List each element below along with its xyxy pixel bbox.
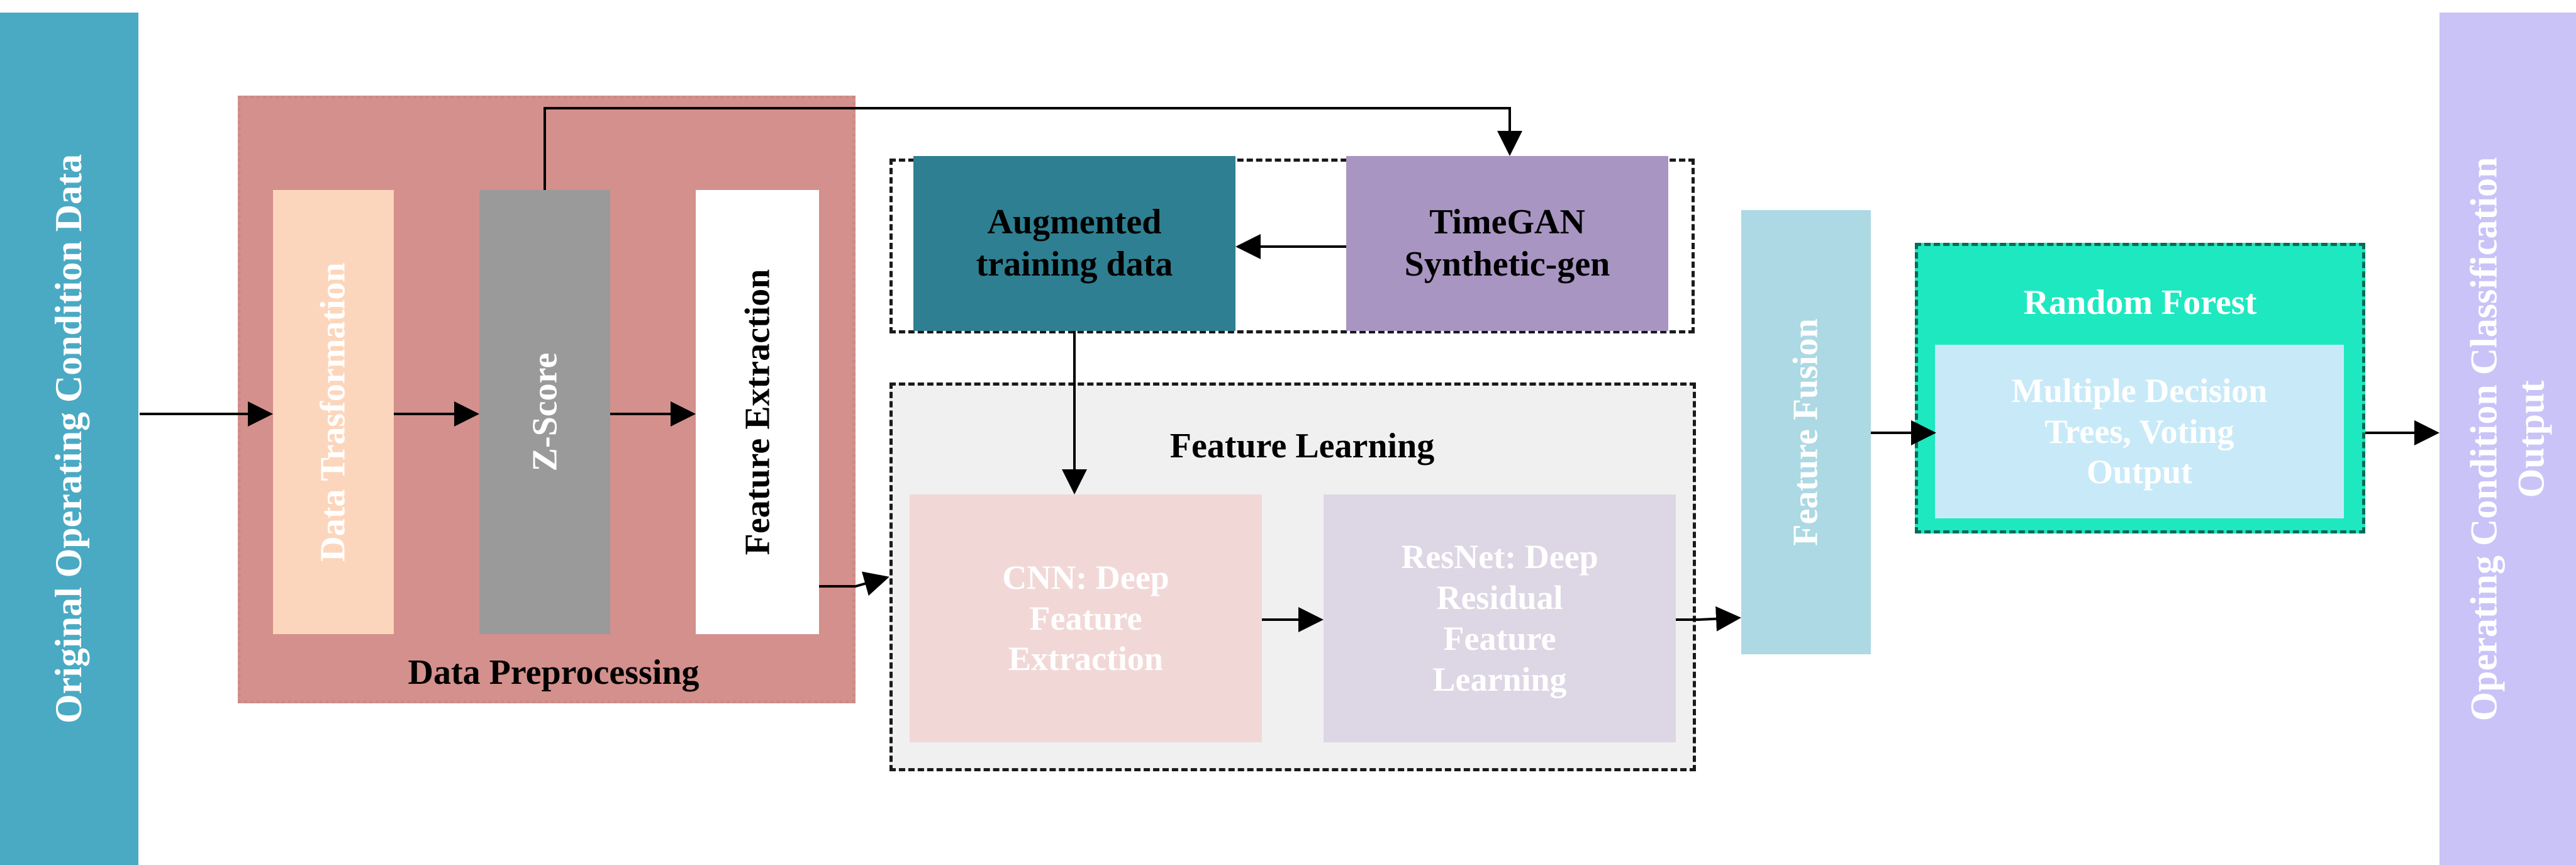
arrow-zscore-to-timegan <box>544 107 1522 190</box>
feature-fusion-node: Feature Fusion <box>1741 210 1871 654</box>
resnet-line-4: Learning <box>1432 660 1567 698</box>
decision-trees-line-1: Multiple Decision <box>2011 371 2268 410</box>
input-data-bar: Original Operating Condition Data <box>0 13 138 865</box>
resnet-line-3: Feature <box>1443 620 1556 657</box>
decision-trees-line-2: Trees, Voting <box>2044 412 2234 450</box>
timegan-line-2: Synthetic-gen <box>1404 245 1610 284</box>
resnet-node: ResNet: Deep Residual Feature Learning <box>1324 494 1676 742</box>
feature-extraction-node: Feature Extraction <box>696 190 819 634</box>
decision-trees-node: Multiple Decision Trees, Voting Output <box>1935 345 2344 518</box>
cnn-line-2: Feature <box>1029 599 1142 637</box>
timegan-node: TimeGAN Synthetic-gen <box>1346 156 1668 331</box>
augmented-training-data-node: Augmented training data <box>913 156 1235 331</box>
z-score-node: Z-Score <box>479 190 610 634</box>
data-preprocessing-label: Data Preprocessing <box>408 653 700 693</box>
cnn-line-1: CNN: Deep <box>1002 558 1169 596</box>
decision-trees-line-3: Output <box>2086 453 2193 491</box>
resnet-line-2: Residual <box>1436 579 1563 617</box>
data-transformation-node: Data Trasformation <box>273 190 394 634</box>
timegan-line-1: TimeGAN <box>1429 202 1585 242</box>
output-bar: Operating Condition Classification Outpu… <box>2439 13 2576 865</box>
cnn-line-3: Extraction <box>1008 640 1163 678</box>
arrow-resnet-to-fusion <box>1676 606 1741 632</box>
augmented-line-2: training data <box>976 245 1173 284</box>
random-forest-label: Random Forest <box>2023 283 2257 323</box>
feature-learning-label: Feature Learning <box>1169 427 1435 466</box>
augmented-line-1: Augmented <box>987 202 1162 242</box>
arrow-extraction-to-feature-learning <box>819 571 889 596</box>
cnn-node: CNN: Deep Feature Extraction <box>910 494 1262 742</box>
resnet-line-1: ResNet: Deep <box>1401 538 1598 576</box>
augmentation-group <box>889 159 1695 333</box>
